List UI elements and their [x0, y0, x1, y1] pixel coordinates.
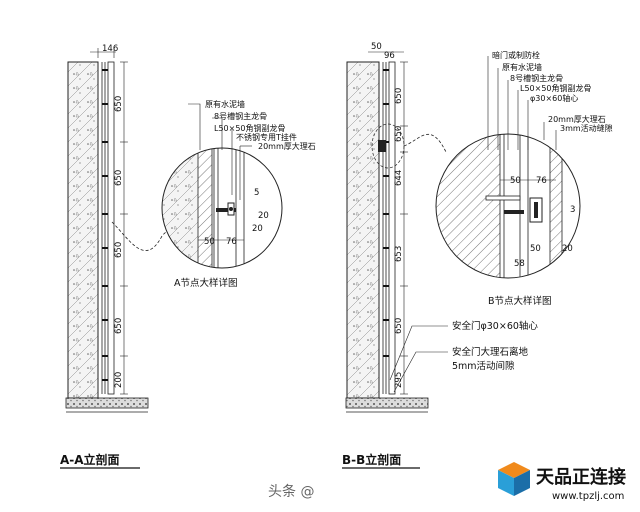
detail-a-callout-3: L50×50角钢副龙骨 [214, 123, 286, 133]
detail-b-dim-3: 3 [570, 205, 575, 215]
aa-stone-panel [107, 61, 115, 395]
bb-callout-floor: 安全门大理石离地 [452, 346, 529, 358]
aa-dim-2: 650 [114, 170, 124, 186]
detail-b-dim-2: 76 [536, 176, 547, 186]
detail-b-callout-2: 原有水泥墙 [502, 62, 542, 72]
detail-a-dim-4: 20 [258, 211, 269, 221]
bb-dim-1: 650 [394, 88, 404, 104]
bb-dim-4: 653 [394, 246, 404, 262]
bb-concrete-wall [346, 61, 380, 399]
aa-dim-3: 650 [114, 242, 124, 258]
watermark-site-url: www.tpzlj.com [552, 491, 624, 502]
bb-title: B-B立剖面 [342, 452, 401, 467]
bb-dim-2: 650 [394, 126, 404, 142]
aa-title: A-A立剖面 [60, 452, 120, 467]
detail-b-callout-5: φ30×60轴心 [530, 93, 578, 103]
bb-dim-5: 650 [394, 318, 404, 334]
aa-top-dim: 146 [102, 44, 118, 54]
bb-hinge [378, 140, 386, 152]
detail-a-callout-4: 不锈钢专用T挂件 [236, 132, 297, 142]
detail-b-callout-1: 暗门或制防栓 [492, 50, 540, 60]
detail-a-dim-1: 50 [204, 237, 215, 247]
bb-callout-axis: 安全门φ30×60轴心 [452, 320, 538, 332]
section-aa: 146 650 650 650 650 200 A-A立剖面 [60, 44, 179, 469]
detail-a-dim-5: 20 [252, 224, 263, 234]
watermark-site-name: 天品正连接 [536, 466, 626, 488]
detail-b-dim-6: 20 [562, 244, 573, 254]
bb-detail-link [403, 133, 447, 153]
detail-b-callout-4: L50×50角钢副龙骨 [520, 83, 592, 93]
detail-b-callout-3: 8号槽钢主龙骨 [510, 73, 563, 83]
bb-top-dim-1: 50 [371, 42, 382, 52]
detail-a-dim-3: 5 [254, 188, 259, 198]
section-bb: 50 96 650 650 644 653 650 295 安全门φ30×60轴… [342, 42, 538, 469]
aa-dim-4: 650 [114, 318, 124, 334]
bb-floor [345, 397, 429, 409]
bb-dim-6: 295 [394, 372, 404, 388]
detail-a: 原有水泥墙 8号槽钢主龙骨 L50×50角钢副龙骨 不锈钢专用T挂件 20mm厚… [161, 99, 316, 289]
bb-callout-gap: 5mm活动间隙 [452, 360, 515, 372]
aa-detail-link [111, 221, 179, 251]
detail-a-title: A节点大样详图 [174, 277, 238, 289]
aa-dim-5: 200 [114, 372, 124, 388]
watermark-source: 头条 @ [268, 483, 314, 500]
detail-a-callout-5: 20mm厚大理石 [258, 141, 316, 151]
detail-b-dim-1: 50 [510, 176, 521, 186]
detail-b: 暗门或制防栓 原有水泥墙 8号槽钢主龙骨 L50×50角钢副龙骨 φ30×60轴… [435, 50, 613, 307]
detail-b-dim-5: 50 [530, 244, 541, 254]
aa-floor [65, 397, 149, 409]
detail-a-callout-2: 8号槽钢主龙骨 [214, 111, 267, 121]
detail-b-title: B节点大样详图 [488, 295, 552, 307]
detail-b-callout-7: 3mm活动缝隙 [560, 123, 613, 133]
detail-a-callout-1: 原有水泥墙 [205, 99, 245, 109]
bb-top-dim-2: 96 [384, 51, 395, 61]
aa-dim-1: 650 [114, 96, 124, 112]
detail-b-dim-4: 58 [514, 259, 525, 269]
watermark: 头条 @ 天品正连接 www.tpzlj.com [268, 462, 626, 502]
bb-dim-3: 644 [394, 170, 404, 186]
aa-concrete-wall [67, 61, 99, 399]
detail-b-callout-6: 20mm厚大理石 [548, 114, 606, 124]
cube-logo-icon [498, 462, 530, 496]
detail-a-dim-2: 76 [226, 237, 237, 247]
bb-stone-panel [388, 61, 396, 395]
